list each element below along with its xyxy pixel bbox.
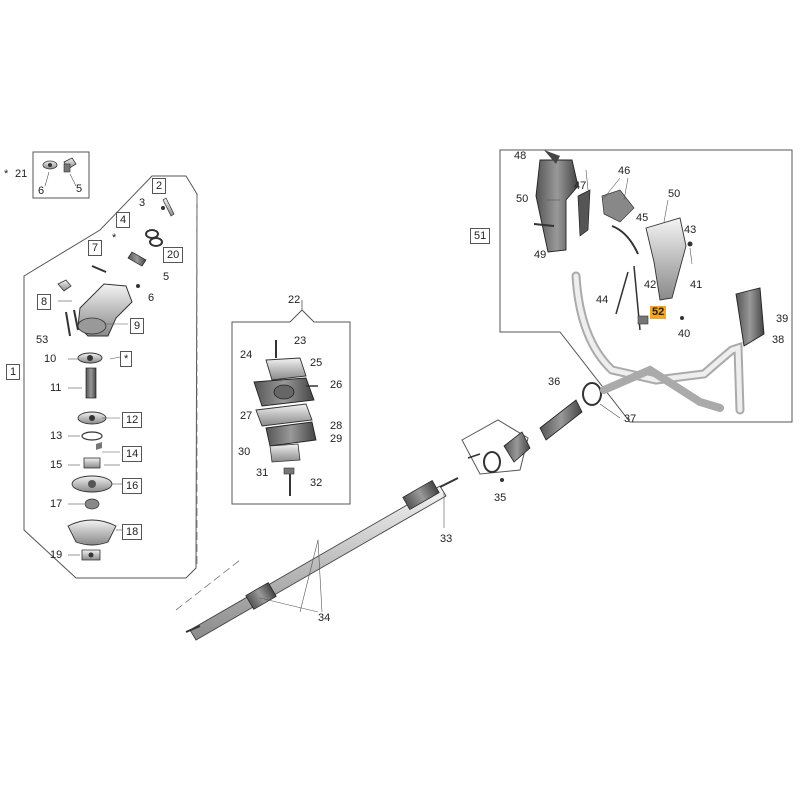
drive-tube — [175, 477, 459, 641]
part-label-1: 1 — [6, 364, 21, 380]
handlebar — [571, 271, 745, 415]
part-label-46: 46 — [618, 165, 631, 177]
part-label-32: 32 — [310, 477, 323, 489]
handle-parts — [533, 150, 765, 347]
part-label-6a: 6 — [38, 185, 45, 197]
group-21-frame — [32, 151, 90, 199]
part-label-13: 13 — [50, 430, 63, 442]
clamp-group-frame — [231, 300, 351, 505]
part-label-31: 31 — [256, 467, 269, 479]
part-label-50a: 50 — [516, 193, 529, 205]
part-label-19: 19 — [50, 549, 63, 561]
part-label-53: 53 — [36, 334, 49, 346]
part-label-9: 9 — [130, 318, 145, 334]
part-label-44: 44 — [596, 294, 609, 306]
part-label-14: 14 — [122, 446, 143, 462]
part-label-35: 35 — [494, 492, 507, 504]
part-label-27: 27 — [240, 410, 253, 422]
part-label-29: 29 — [330, 433, 343, 445]
handle-group-frame — [499, 149, 793, 423]
part-label-37: 37 — [624, 413, 637, 425]
part-label-49: 49 — [534, 249, 547, 261]
part-label-51: 51 — [470, 228, 491, 244]
part-label-28: 28 — [330, 420, 343, 432]
part-label-50b: 50 — [668, 188, 681, 200]
part-label-36: 36 — [548, 376, 561, 388]
part-label-5a: 5 — [76, 183, 83, 195]
part-label-2: 2 — [152, 178, 167, 194]
part-label-43: 43 — [684, 224, 697, 236]
gearhead-parts — [57, 197, 175, 561]
part-label-11: 11 — [50, 382, 62, 394]
part-label-47: 47 — [574, 180, 587, 192]
part-label-26: 26 — [330, 379, 343, 391]
part-label-18: 18 — [122, 524, 143, 540]
part-label-42: 42 — [644, 279, 657, 291]
part-label-40: 40 — [678, 328, 691, 340]
part-label-52-highlighted[interactable]: 52 — [650, 306, 667, 319]
part-label-17: 17 — [50, 498, 63, 510]
part-label-5b: 5 — [163, 271, 170, 283]
asterisk-10: * — [120, 351, 133, 367]
part-label-4: 4 — [116, 212, 131, 228]
part-label-24: 24 — [240, 349, 253, 361]
part-label-34: 34 — [318, 612, 331, 624]
part-label-48: 48 — [514, 150, 527, 162]
part-label-16: 16 — [122, 478, 143, 494]
part-label-3: 3 — [139, 197, 146, 209]
part-label-22: 22 — [288, 294, 301, 306]
asterisk-21: * — [4, 168, 9, 180]
part-label-41: 41 — [690, 279, 703, 291]
part-label-23: 23 — [294, 335, 307, 347]
part-label-25: 25 — [310, 357, 323, 369]
part-label-8: 8 — [37, 294, 52, 310]
part-label-10: 10 — [44, 353, 57, 365]
part-label-38: 38 — [772, 334, 785, 346]
part-label-6b: 6 — [148, 292, 155, 304]
handle-clamp-parts — [461, 382, 621, 482]
part-label-7: 7 — [88, 240, 103, 256]
part-label-20: 20 — [163, 247, 184, 263]
part-label-33: 33 — [440, 533, 453, 545]
part-label-30: 30 — [238, 446, 251, 458]
part-label-12: 12 — [122, 412, 143, 428]
clamp-parts — [253, 340, 318, 496]
part-label-21: 21 — [11, 166, 32, 182]
asterisk-7: * — [112, 232, 117, 244]
gearhead-group-frame — [23, 175, 198, 579]
part-label-39: 39 — [776, 313, 789, 325]
part-label-15: 15 — [50, 459, 63, 471]
part-label-45: 45 — [636, 212, 649, 224]
